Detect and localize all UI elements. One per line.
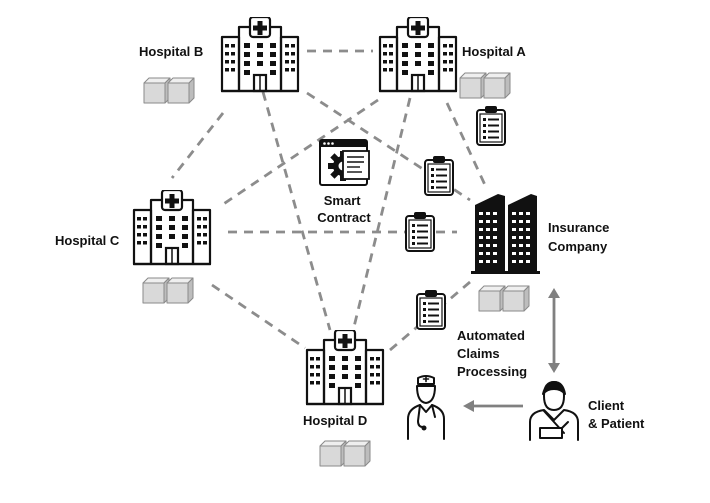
double-arrow-insurance-patient (548, 288, 560, 373)
insurance-label-line2: Company (548, 239, 608, 254)
insurance-ledger-blocks (478, 285, 530, 312)
hospital-b-label: Hospital B (139, 44, 203, 59)
patient-icon (529, 381, 579, 441)
clipboard-icon-3 (405, 211, 435, 252)
claims-processing-label: Automated Claims Processing (457, 328, 529, 379)
hospital-a-label: Hospital A (462, 44, 526, 59)
hospital-c-label: Hospital C (55, 233, 120, 248)
arrows (463, 288, 560, 412)
smart-contract-label-line1: Smart (324, 193, 362, 208)
link-c-d (211, 283, 306, 350)
insurance-label-line1: Insurance (548, 220, 609, 235)
link-a-d (350, 97, 412, 336)
client-patient-label: Client & Patient (588, 398, 645, 431)
doctor-icon (407, 375, 445, 440)
claims-label-line3: Processing (457, 364, 527, 379)
hospital-d-label: Hospital D (303, 413, 367, 428)
clipboard-icon-4 (416, 289, 446, 330)
claims-label-line1: Automated (457, 328, 525, 343)
smart-contract-icon (319, 139, 370, 186)
clipboard-icon-1 (476, 105, 506, 146)
insurance-company-label: Insurance Company (548, 220, 613, 254)
client-label-line1: Client (588, 398, 625, 413)
hospital-c-ledger-blocks (142, 277, 194, 304)
smart-contract-label: Smart Contract (317, 193, 371, 225)
clipboard-icon-2 (424, 155, 454, 196)
link-b-c (170, 112, 225, 179)
smart-contract-label-line2: Contract (317, 210, 371, 225)
hospital-d-ledger-blocks (319, 440, 371, 467)
arrow-patient-to-doctor (463, 400, 523, 412)
claims-label-line2: Claims (457, 346, 500, 361)
hospital-d-icon (305, 330, 385, 406)
client-label-line2: & Patient (588, 416, 645, 431)
hospital-c-icon (132, 190, 212, 266)
hospital-b-icon (220, 17, 300, 93)
hospital-a-icon (378, 17, 458, 93)
hospital-b-ledger-blocks (143, 77, 195, 104)
insurance-company-icon (471, 194, 540, 274)
hospital-a-ledger-blocks (459, 72, 511, 99)
